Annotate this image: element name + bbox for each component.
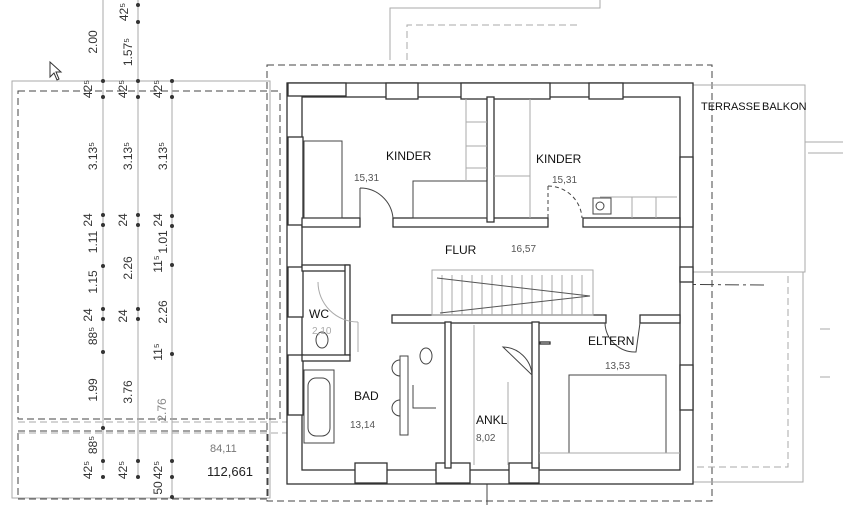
room-area-flur: 16,57 <box>511 244 536 255</box>
room-name-eltern: ELTERN <box>588 334 634 348</box>
mouse-cursor-icon <box>49 60 63 81</box>
dimension-label: 1.01 <box>156 230 170 254</box>
dimension-col2: 42⁵ 1.57⁵ 42⁵ 3.13⁵ 24 2.26 24 3.76 42⁵ <box>116 3 135 479</box>
dimension-label: 2.26 <box>156 300 170 324</box>
dimension-label: 3.13⁵ <box>86 142 100 170</box>
dimension-label: 1.15 <box>86 270 100 294</box>
dimension-label: 42⁵ <box>116 80 130 98</box>
total-area-b: 112,661 <box>207 464 253 479</box>
room-area-kinder-1: 15,31 <box>354 173 379 184</box>
walls <box>286 82 694 485</box>
dimension-label: 42⁵ <box>81 461 95 479</box>
dimension-label: 2.76 <box>155 398 169 422</box>
room-area-eltern: 13,53 <box>605 361 630 372</box>
total-area-a: 84,11 <box>210 443 237 455</box>
context-lines <box>11 0 843 505</box>
room-area-wc: 2,10 <box>312 326 332 337</box>
area-name-balkon: BALKON <box>762 101 807 113</box>
dimension-label: 11⁵ <box>151 343 165 360</box>
dimension-label: 88⁵ <box>86 436 100 454</box>
dimension-label: 24 <box>151 213 165 227</box>
dimension-col3: 42⁵ 3.13⁵ 24 1.01 11⁵ 2.26 11⁵ 2.76 42⁵ … <box>151 80 170 495</box>
room-name-wc: WC <box>309 307 329 321</box>
dimension-lines <box>101 0 174 499</box>
dimension-label: 3.13⁵ <box>121 142 135 170</box>
room-name-flur: FLUR <box>445 243 477 257</box>
fixtures <box>303 99 680 465</box>
dimension-label: 2.00 <box>86 30 100 54</box>
dimension-label: 42⁵ <box>151 80 165 98</box>
dimension-col1: 2.00 42⁵ 3.13⁵ 24 1.11 1.15 24 88⁵ 1.99 … <box>81 30 100 479</box>
room-area-kinder-2: 15,31 <box>552 175 577 186</box>
area-name-terrasse: TERRASSE <box>701 101 760 113</box>
room-name-kinder-1: KINDER <box>386 149 432 163</box>
dimension-label: 1.57⁵ <box>121 38 135 66</box>
dimension-label: 3.13⁵ <box>156 142 170 170</box>
dimension-label: 3.76 <box>121 380 135 404</box>
room-area-ankl: 8,02 <box>476 433 496 444</box>
dimension-label: 24 <box>81 308 95 322</box>
dimension-label: 2.26 <box>121 256 135 280</box>
room-labels: KINDER 15,31 KINDER 15,31 FLUR 16,57 WC … <box>309 101 807 444</box>
room-name-kinder-2: KINDER <box>536 152 582 166</box>
dimension-label: 24 <box>116 309 130 323</box>
dimension-label: 1.99 <box>86 378 100 402</box>
room-name-ankl: ANKL <box>476 413 508 427</box>
room-name-bad: BAD <box>354 389 379 403</box>
dimension-label: 11⁵ <box>151 255 165 272</box>
dimension-label: 24 <box>116 213 130 227</box>
dimension-label: 1.11 <box>86 230 100 253</box>
dimension-label: 50 <box>151 481 165 495</box>
dimension-label: 42⁵ <box>151 461 165 479</box>
dimension-label: 42⁵ <box>81 80 95 98</box>
dimension-label: 42⁵ <box>117 3 131 21</box>
dimension-label: 24 <box>81 213 95 227</box>
dimension-label: 42⁵ <box>116 461 130 479</box>
room-area-bad: 13,14 <box>350 420 375 431</box>
dimension-label: 88⁵ <box>86 327 100 345</box>
